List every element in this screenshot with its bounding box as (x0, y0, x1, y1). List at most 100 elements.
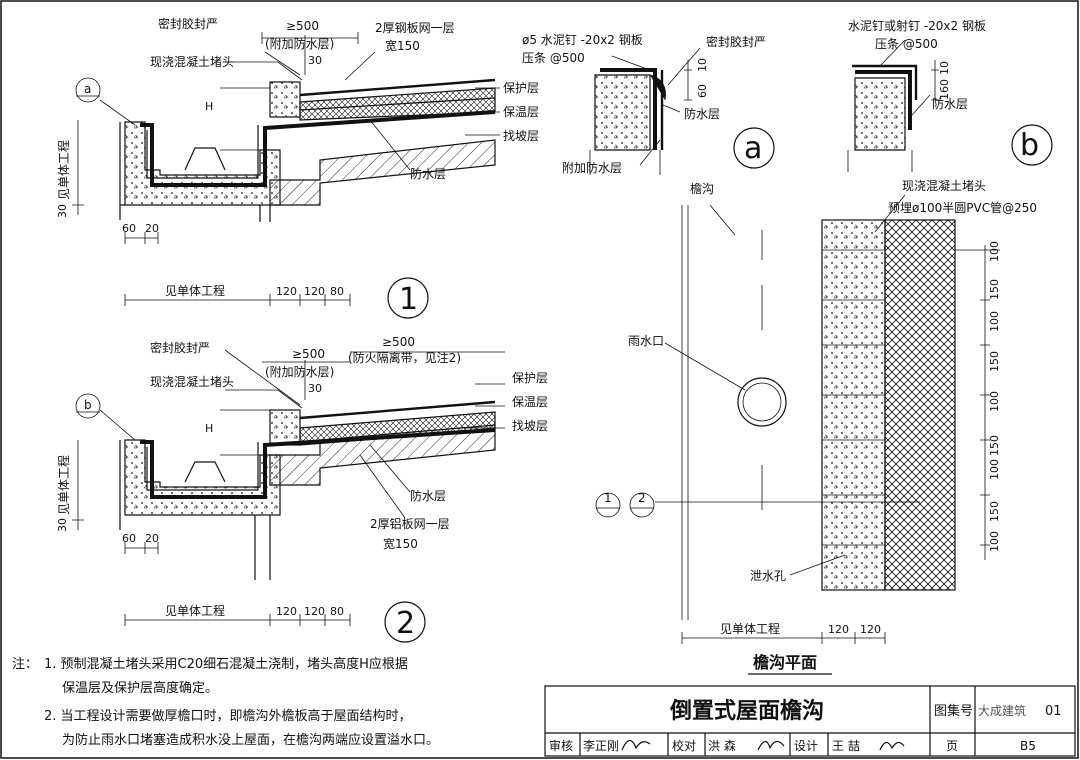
db-d10: 10 (938, 61, 951, 75)
d1-d120b: 120 (304, 285, 325, 298)
d1-see-project-v: 见单体工程 (56, 140, 71, 200)
plan-dim-label: 100 (988, 311, 1001, 332)
reviewer: 李正刚 (583, 738, 619, 753)
d2-slope: 找坡层 (512, 419, 548, 433)
plan-dim-label: 100 (988, 391, 1001, 412)
db-d160: 160 (938, 79, 951, 100)
cast-stub-2 (269, 409, 301, 446)
detail-b (847, 39, 1053, 172)
d1-d60: 60 (122, 222, 136, 235)
atlas-no: 01 (1045, 704, 1062, 719)
d1-slope: 找坡层 (503, 129, 539, 143)
d2-d120b: 120 (304, 605, 325, 618)
d1-waterproof: 防水层 (410, 166, 446, 181)
d2-number: 2 (396, 606, 415, 641)
d1-d20: 20 (145, 222, 159, 235)
d1-width150: 宽150 (385, 38, 420, 53)
detail-1 (72, 32, 500, 319)
d2-min500a: ≥500 (292, 347, 325, 361)
designer: 王 喆 (832, 739, 860, 753)
da-waterproof: 防水层 (684, 106, 720, 121)
d1-extra-waterproof: (附加防水层) (265, 36, 334, 51)
plan-d120b: 120 (860, 623, 881, 636)
d2-cast-stub: 现浇混凝土堵头 (150, 374, 234, 389)
plan-pvc: 预埋ø100半圆PVC管@250 (888, 200, 1037, 215)
d2-firebreak: (防火隔离带，见注2) (348, 350, 461, 365)
d2-al-mesh: 2厚铝板网一层 (370, 516, 450, 531)
d2-extra-waterproof: (附加防水层) (265, 364, 334, 379)
d2-d60: 60 (122, 532, 136, 545)
db-nail: 水泥钉或射钉 -20x2 钢板 (848, 18, 986, 33)
review-label: 审核 (549, 738, 573, 753)
waterproof-membrane (140, 110, 496, 187)
note-1a: 1. 预制混凝土堵头采用C20细石混凝土浇制，堵头高度H应根据 (44, 656, 408, 672)
gutter-body (124, 121, 281, 206)
plan-dim-label: 150 (988, 279, 1001, 300)
drawing-title: 倒置式屋面檐沟 (669, 698, 824, 724)
d2-waterproof: 防水层 (410, 488, 446, 503)
plan-see-project: 见单体工程 (720, 621, 780, 636)
note-1b: 保温层及保护层高度确定。 (62, 680, 218, 696)
d2-d20: 20 (145, 532, 159, 545)
d2-callout: b (84, 398, 92, 412)
plan-sec1: 1 (604, 491, 612, 505)
title-block (544, 685, 1076, 757)
note-2b: 为防止雨水口堵塞造成积水没上屋面，在檐沟两端应设置溢水口。 (62, 732, 439, 748)
plan-dim-label: 100 (988, 241, 1001, 262)
check-label: 校对 (672, 738, 696, 753)
da-sealant: 密封胶封严 (706, 34, 766, 49)
d1-d30b: 30 (56, 204, 69, 218)
d1-d30: 30 (308, 54, 322, 67)
checker: 洪 森 (708, 738, 736, 753)
d2-see-project-v: 见单体工程 (56, 455, 71, 515)
d1-protect: 保护层 (503, 81, 539, 95)
plan-dim-label: 150 (988, 501, 1001, 522)
gutter-plan (595, 194, 1000, 644)
db-tag: b (1020, 128, 1039, 163)
d2-d120a: 120 (276, 605, 297, 618)
d1-number: 1 (399, 282, 418, 317)
plan-sec2: 2 (638, 491, 646, 505)
page-label: 页 (946, 739, 958, 753)
plan-stub: 现浇混凝土堵头 (902, 178, 986, 193)
plan-title: 檐沟平面 (753, 653, 817, 672)
d1-h: H (205, 100, 213, 113)
rain-outlet (737, 377, 787, 427)
plan-dim-label: 100 (988, 531, 1001, 552)
d1-insul: 保温层 (503, 105, 539, 119)
d1-callout: a (84, 82, 91, 96)
d2-d30b: 30 (56, 518, 69, 532)
d2-protect: 保护层 (512, 371, 548, 385)
db-strip: 压条 @500 (875, 37, 938, 51)
slab (269, 139, 496, 206)
d1-d120a: 120 (276, 285, 297, 298)
d2-h: H (205, 422, 213, 435)
plan-dim-label: 150 (988, 351, 1001, 372)
note-2a: 2. 当工程设计需要做厚檐口时，即檐沟外檐板高于屋面结构时， (44, 708, 412, 724)
page-no: B5 (1020, 739, 1036, 753)
d1-sealant: 密封胶封严 (158, 16, 218, 31)
d1-steel-mesh: 2厚钢板网一层 (375, 21, 455, 35)
db-waterproof: 防水层 (932, 96, 968, 111)
gutter-body-2 (124, 439, 281, 516)
plan-dim-label: 100 (988, 459, 1001, 480)
cast-stub (269, 81, 301, 118)
da-d60: 60 (696, 84, 709, 98)
d2-d80: 80 (330, 605, 344, 618)
da-strip: 压条 @500 (522, 51, 585, 65)
detail-a (589, 47, 775, 175)
design-label: 设计 (794, 739, 818, 753)
plan-gutter: 檐沟 (690, 182, 714, 196)
d1-min500: ≥500 (286, 19, 319, 33)
da-d10: 10 (696, 58, 709, 72)
d2-min500b: ≥500 (382, 335, 415, 349)
d1-see-project: 见单体工程 (165, 283, 225, 298)
plan-drain: 雨水口 (628, 334, 664, 348)
d2-d30: 30 (308, 382, 322, 395)
d2-width150: 宽150 (383, 536, 418, 551)
d1-cast-stub: 现浇混凝土堵头 (150, 54, 234, 69)
d1-d80: 80 (330, 285, 344, 298)
